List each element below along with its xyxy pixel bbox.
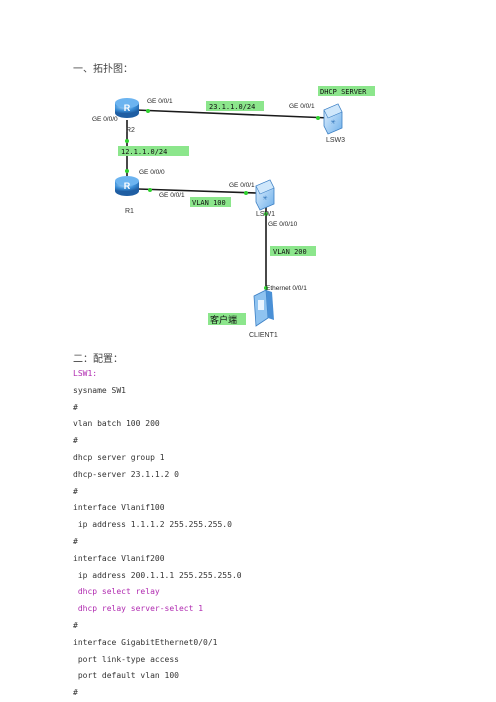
switch-lsw1-icon[interactable]: ✳ [255, 179, 275, 211]
config-line: interface Vlanif100 [73, 503, 165, 513]
device-label-lsw3: LSW3 [326, 137, 345, 144]
port-dot [264, 212, 268, 216]
config-line: # [73, 536, 78, 546]
tag-vlan100: VLAN 100 [190, 197, 231, 207]
tag-vlan100-text: VLAN 100 [192, 199, 226, 207]
svg-text:✳: ✳ [330, 119, 335, 126]
port-label-lsw3-ge001: GE 0/0/1 [289, 103, 315, 110]
switch-lsw3-icon[interactable]: ✳ [323, 103, 343, 135]
tag-dhcp-server: DHCP SERVER [318, 86, 375, 96]
port-label-lsw1-ge001: GE 0/0/1 [229, 182, 255, 189]
config-line: ip address 200.1.1.1 255.255.255.0 [73, 570, 242, 580]
port-dot [125, 139, 129, 143]
config-line: LSW1: [73, 369, 98, 378]
tag-vlan200: VLAN 200 [270, 246, 316, 256]
port-label-r1-ge001: GE 0/0/1 [159, 192, 185, 199]
topology-heading: 一、拓扑图： [73, 64, 133, 75]
config-line: dhcp server group 1 [73, 452, 165, 462]
port-dot [316, 116, 320, 120]
svg-text:✳: ✳ [262, 195, 267, 202]
port-label-r2-ge001: GE 0/0/1 [147, 98, 173, 105]
config-line: ip address 1.1.1.2 255.255.255.0 [73, 520, 232, 530]
tag-client-cn: 客户端 [208, 313, 246, 326]
device-label-r2: R2 [126, 127, 135, 134]
device-label-r1: R1 [125, 208, 134, 215]
router-r1-icon[interactable]: R [115, 176, 139, 196]
tag-net12: 12.1.1.0/24 [118, 146, 189, 156]
config-line: # [73, 436, 78, 446]
svg-text:R: R [124, 103, 131, 113]
port-dots [125, 109, 320, 290]
config-line: # [73, 620, 78, 630]
link-r2-lsw3 [135, 109, 331, 119]
config-line: # [73, 402, 78, 412]
tag-vlan200-text: VLAN 200 [273, 248, 307, 256]
config-line: interface Vlanif200 [73, 553, 165, 563]
port-dot [148, 188, 152, 192]
config-line: dhcp select relay [73, 587, 160, 597]
port-dot [264, 286, 268, 290]
tag-net12-text: 12.1.1.0/24 [121, 148, 167, 156]
port-label-client-eth: Ethernet 0/0/1 [266, 285, 307, 292]
device-label-lsw1: LSW1 [256, 211, 275, 218]
config-heading: 二：配置： [73, 354, 123, 365]
config-line: vlan batch 100 200 [73, 419, 160, 429]
client-pc-icon[interactable] [253, 289, 274, 327]
tag-dhcp-server-text: DHCP SERVER [320, 88, 367, 96]
port-dot [244, 191, 248, 195]
config-line: port default vlan 100 [73, 671, 179, 681]
tag-net23-text: 23.1.1.0/24 [209, 103, 255, 111]
svg-text:R: R [124, 181, 131, 191]
tag-client-cn-text: 客户端 [210, 314, 237, 326]
config-block: LSW1: sysname SW1 # vlan batch 100 200 # dhcp… [73, 366, 242, 702]
port-label-r2-ge000: GE 0/0/0 [92, 116, 118, 123]
link-r1-lsw1 [137, 188, 257, 194]
config-line: # [73, 688, 78, 698]
port-dot [146, 109, 150, 113]
config-line: dhcp relay server-select 1 [73, 604, 204, 614]
port-label-lsw1-ge0010: GE 0/0/10 [268, 221, 298, 228]
config-line: dhcp-server 23.1.1.2 0 [73, 469, 179, 479]
config-line: # [73, 486, 78, 496]
tag-net23: 23.1.1.0/24 [206, 101, 264, 111]
device-label-client1: CLIENT1 [249, 332, 278, 339]
config-line: interface GigabitEthernet0/0/1 [73, 637, 218, 647]
topology-diagram: R R ✳ ✳ DHCP SERVER 23.1.1.0/24 12.1.1.0… [92, 86, 375, 339]
config-line: sysname SW1 [73, 385, 126, 395]
port-dot [125, 169, 129, 173]
port-label-r1-ge000: GE 0/0/0 [139, 169, 165, 176]
router-r2-icon[interactable]: R [115, 98, 139, 118]
config-line: port link-type access [73, 654, 179, 664]
